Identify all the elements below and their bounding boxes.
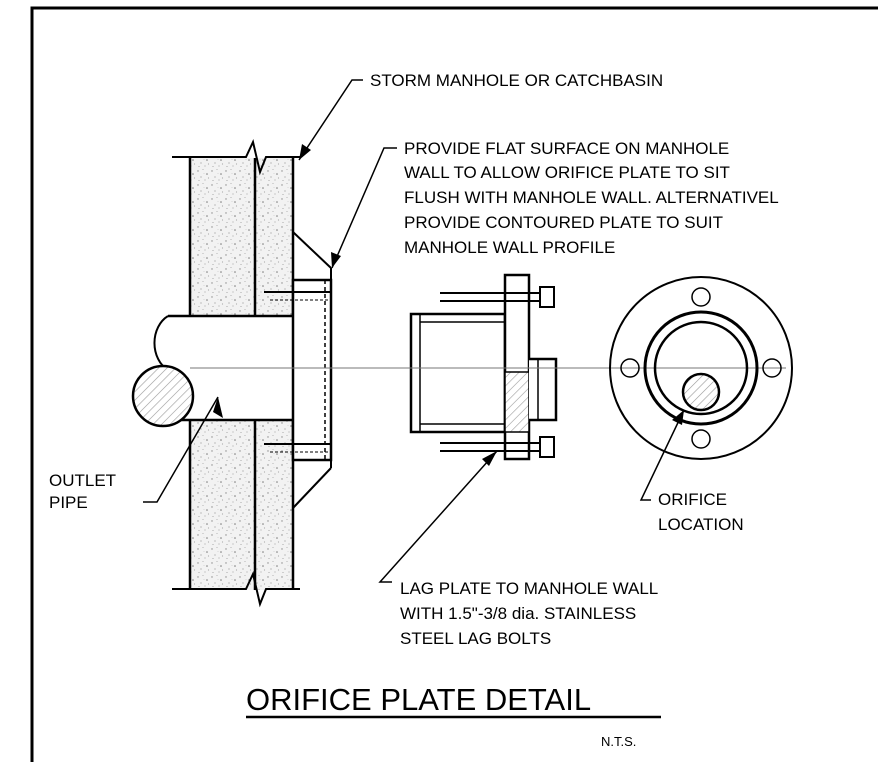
arrowhead-storm-manhole [299,144,311,160]
leader-orifice-location [639,409,685,501]
drawing-title: ORIFICE PLATE DETAIL [246,682,591,717]
scale-note: N.T.S. [601,734,636,749]
arrowhead-lag-plate [482,451,497,466]
svg-text:PROVIDE FLAT SURFACE ON MANHOL: PROVIDE FLAT SURFACE ON MANHOLE [404,139,729,158]
leader-flat-surface [331,147,397,269]
leader-lag-plate [378,450,498,583]
svg-text:ORIFICE: ORIFICE [658,490,727,509]
leader-arrowheads [213,144,684,466]
svg-text:PROVIDE CONTOURED PLATE TO SU: PROVIDE CONTOURED PLATE TO SUIT [404,213,723,232]
svg-text:OUTLET: OUTLET [49,471,116,490]
bolt-hole-left [620,358,640,378]
label-orifice-location: ORIFICE LOCATION [658,490,744,534]
arrowhead-orifice-location [672,410,684,425]
bolt-hole-bottom [691,429,711,449]
lag-bolt-top [440,286,555,308]
svg-text:LOCATION: LOCATION [658,515,744,534]
manhole-wall [172,138,300,608]
leader-outlet-pipe [143,396,219,503]
svg-text:WITH 1.5"-3/8 dia. STAINLESS: WITH 1.5"-3/8 dia. STAINLESS [400,604,636,623]
wall-lower-section [190,420,293,590]
label-lag-plate: LAG PLATE TO MANHOLE WALL WITH 1.5"-3/8 … [400,579,658,648]
svg-text:LAG PLATE TO MANHOLE WALL: LAG PLATE TO MANHOLE WALL [400,579,658,598]
lag-bolt-bottom [440,436,555,458]
bolt-hole-right [762,358,782,378]
svg-text:FLUSH WITH MANHOLE WALL. ALTER: FLUSH WITH MANHOLE WALL. ALTERNATIVEL [404,188,779,207]
bolt-hole-top [691,287,711,307]
label-storm-manhole: STORM MANHOLE OR CATCHBASIN [370,71,663,90]
svg-text:PIPE: PIPE [49,493,88,512]
orifice-plate-side-view [409,273,558,461]
wall-flange-plate [264,231,333,509]
wall-break-line-top [172,138,300,176]
orifice-plate-front-view [609,276,793,460]
svg-text:MANHOLE WALL PROFILE: MANHOLE WALL PROFILE [404,238,615,257]
leader-lines [143,79,685,583]
orifice-opening [681,372,721,412]
frame-border [30,6,878,762]
svg-text:STEEL LAG BOLTS: STEEL LAG BOLTS [400,629,551,648]
arrowhead-outlet-pipe [213,397,223,418]
pipe-section-circle [131,364,195,428]
svg-text:WALL TO ALLOW ORIFICE PLATE TO: WALL TO ALLOW ORIFICE PLATE TO SIT [404,163,730,182]
label-outlet-pipe: OUTLET PIPE [49,471,116,512]
wall-upper-section [190,158,293,316]
label-flat-surface: PROVIDE FLAT SURFACE ON MANHOLE WALL TO … [404,139,779,257]
wall-break-line-bottom [172,570,300,608]
arrowhead-flat-surface [331,252,341,268]
leader-storm-manhole [298,79,363,161]
